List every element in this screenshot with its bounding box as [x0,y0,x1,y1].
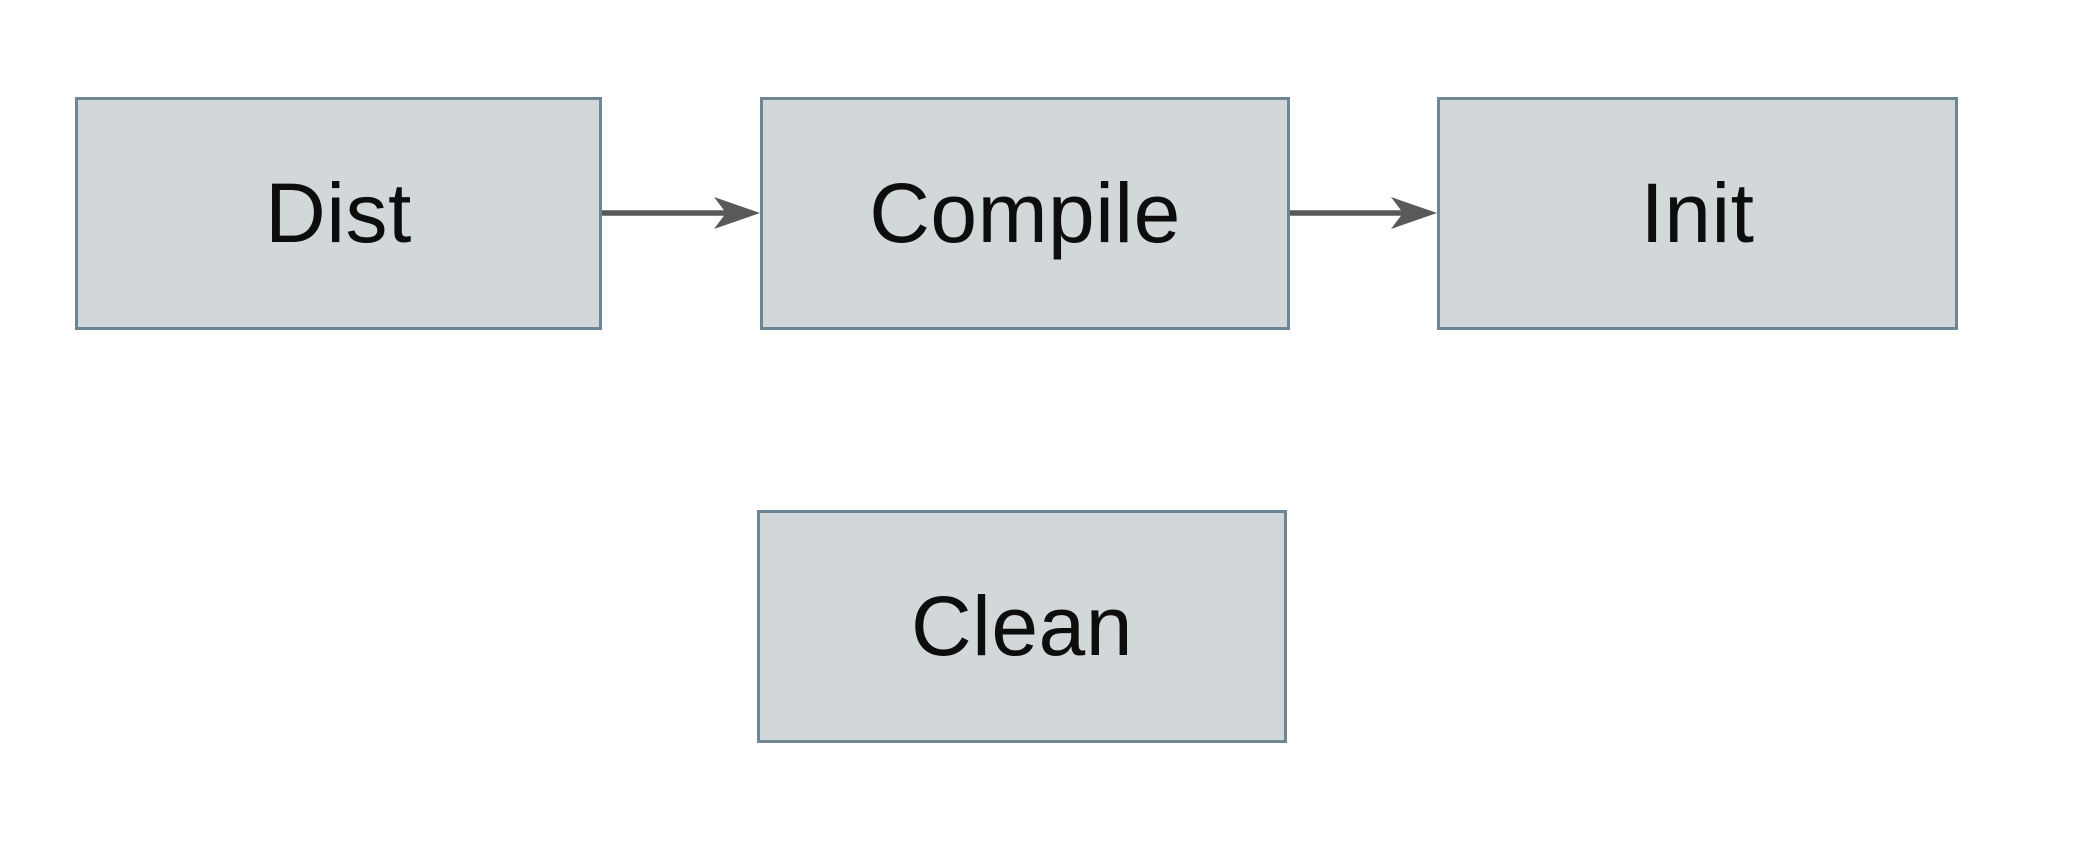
node-dist: Dist [75,97,602,330]
arrow-head-icon [1391,197,1437,229]
arrow-compile-to-init [1290,197,1437,229]
node-init-label: Init [1640,166,1755,260]
node-compile-label: Compile [869,166,1181,260]
node-clean: Clean [757,510,1287,743]
node-dist-label: Dist [265,166,412,260]
node-clean-label: Clean [911,579,1133,673]
arrow-dist-to-compile [602,197,760,229]
node-init: Init [1437,97,1958,330]
arrow-head-icon [714,197,760,229]
node-compile: Compile [760,97,1290,330]
